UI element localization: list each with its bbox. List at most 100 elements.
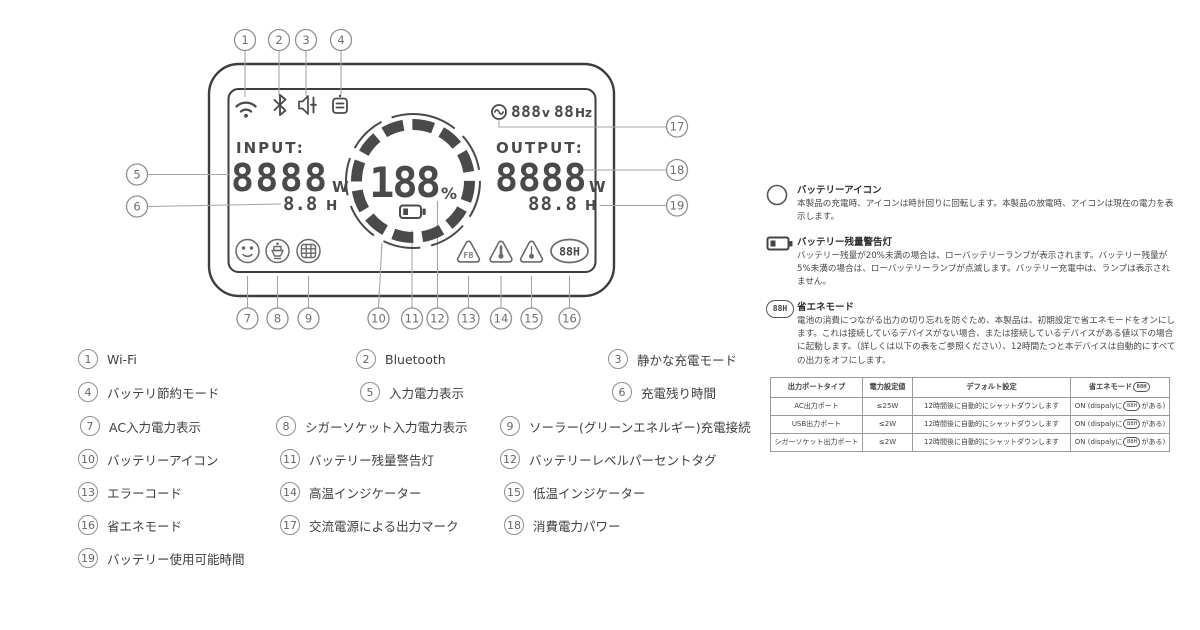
callout-number: 4	[337, 33, 344, 47]
legend-number: 1	[78, 349, 98, 369]
cell-power: ≤2W	[862, 432, 913, 452]
cell-port: シガーソケット出力ポート	[770, 432, 863, 452]
input-time-value: 8.8	[283, 193, 317, 215]
cell-power: ≤25W	[862, 396, 913, 416]
col-header-default: デフォルト設定	[912, 376, 1071, 398]
callout-number: 3	[302, 33, 309, 47]
callout-number: 8	[274, 312, 281, 326]
legend-number: 16	[78, 515, 98, 535]
cell-eco-suffix: がある)	[1141, 438, 1166, 447]
table-row-ac: AC出力ポート ≤25W 12時間後に自動的にシャットダウンします ON (di…	[770, 396, 1170, 416]
legend-label: バッテリーアイコン	[107, 452, 219, 468]
legend-label: Bluetooth	[385, 351, 446, 367]
legend-label: ソーラー(グリーンエネルギー)充電接続	[529, 419, 751, 435]
col-header-power: 電力設定値	[862, 376, 913, 398]
callout-number: 17	[670, 120, 685, 134]
callout-number: 18	[670, 163, 685, 177]
output-label: OUTPUT:	[496, 139, 584, 157]
output-power-unit: W	[589, 178, 606, 196]
info-body: 本製品の充電時、アイコンは時計回りに回転します。本製品の放電時、アイコンは現在の…	[797, 199, 1174, 223]
cell-eco-prefix: ON (dispalyに	[1074, 420, 1123, 429]
error-code-icon: F8	[456, 240, 481, 263]
legend-number: 19	[78, 548, 98, 568]
ac-voltage-unit: v	[542, 106, 550, 120]
ac-input-icon	[235, 238, 260, 264]
callout-number: 6	[133, 200, 140, 214]
callout-lines	[147, 51, 667, 308]
legend-number: 9	[500, 416, 520, 436]
legend-label: Wi-Fi	[107, 351, 137, 367]
battery-percent-value: 188	[369, 158, 439, 207]
legend-item-quiet-charge: 3 静かな充電モード	[608, 349, 737, 369]
legend-item-wifi: 1 Wi-Fi	[78, 349, 137, 369]
legend-number: 3	[608, 349, 628, 369]
eco-mode-icon: 88H	[550, 238, 589, 264]
legend-number: 11	[280, 449, 300, 469]
cell-port: USB出力ポート	[770, 414, 863, 434]
low-temp-icon	[519, 240, 544, 263]
callout-number: 16	[562, 312, 577, 326]
legend-item-solar: 9 ソーラー(グリーンエネルギー)充電接続	[500, 416, 751, 436]
legend-number: 6	[612, 382, 632, 402]
lcd-display-diagram: 1 2 3 4 5 6 7 8 9 10 11 12 13 14 15 16 1…	[125, 28, 689, 330]
legend-label: AC入力電力表示	[109, 419, 202, 435]
legend-number: 14	[280, 482, 300, 502]
info-section-battery-icon: バッテリーアイコン 本製品の充電時、アイコンは時計回りに回転します。本製品の放電…	[766, 182, 1178, 225]
cell-eco-prefix: ON (dispalyに	[1074, 438, 1123, 447]
eco-badge-icon: 88H	[1133, 382, 1151, 393]
battery-ring-icon	[345, 113, 481, 249]
ac-voltage-value: 888	[511, 102, 541, 121]
info-body: 電池の消費につながる出力の切り忘れを防ぐため、本製品は、初期設定で省エネモードを…	[797, 315, 1176, 366]
legend-item-eco-mode: 16 省エネモード	[78, 515, 182, 535]
cell-eco-suffix: がある)	[1141, 402, 1166, 411]
callout-number: 15	[524, 312, 539, 326]
ac-frequency-value: 88	[554, 102, 574, 121]
callout-number: 14	[494, 312, 509, 326]
info-section-low-battery-lamp: バッテリー残量警告灯 バッテリー残量が20%未満の場合は、ローバッテリーランプが…	[766, 234, 1178, 290]
error-code-text: F8	[464, 251, 474, 260]
col-header-eco-label: 省エネモード	[1088, 382, 1133, 392]
battery-saver-icon	[332, 94, 348, 114]
car-socket-input-icon	[265, 238, 290, 264]
table-row-car-socket: シガーソケット出力ポート ≤2W 12時間後に自動的にシャットダウンします ON…	[770, 432, 1170, 452]
battery-ring-icon	[766, 184, 788, 206]
cell-eco-suffix: がある)	[1141, 420, 1166, 429]
low-battery-lamp-icon	[399, 204, 426, 219]
legend-item-high-temp: 14 高温インジケーター	[280, 482, 422, 502]
legend-number: 13	[78, 482, 98, 502]
eco-mode-icon: 88H	[766, 299, 794, 318]
input-label: INPUT:	[236, 139, 305, 157]
info-body: バッテリー残量が20%未満の場合は、ローバッテリーランプが表示されます。バッテリ…	[797, 250, 1171, 288]
legend-number: 8	[276, 416, 296, 436]
callout-number: 2	[275, 33, 282, 47]
input-power-unit: W	[332, 178, 349, 196]
legend-label: 低温インジケーター	[533, 485, 646, 501]
cell-default: 12時間後に自動的にシャットダウンします	[912, 414, 1071, 434]
legend-label: 静かな充電モード	[637, 352, 738, 368]
info-title: バッテリー残量警告灯	[797, 236, 893, 248]
col-header-port: 出力ポートタイプ	[770, 376, 863, 398]
eco-mode-text: 88H	[559, 245, 580, 259]
legend-label: 交流電源による出力マーク	[309, 518, 459, 534]
output-power-value: 8888	[495, 156, 587, 200]
legend-label: 省エネモード	[107, 518, 183, 534]
eco-badge-icon: 88H	[1123, 419, 1141, 430]
callout-number: 12	[430, 312, 445, 326]
input-power-value: 8888	[231, 156, 329, 200]
legend-label: 消費電力パワー	[533, 518, 621, 534]
legend-label: バッテリー残量警告灯	[309, 452, 435, 468]
eco-badge-icon: 88H	[1123, 437, 1141, 448]
legend-label: 高温インジケーター	[309, 485, 422, 501]
info-title: バッテリーアイコン	[797, 185, 882, 196]
